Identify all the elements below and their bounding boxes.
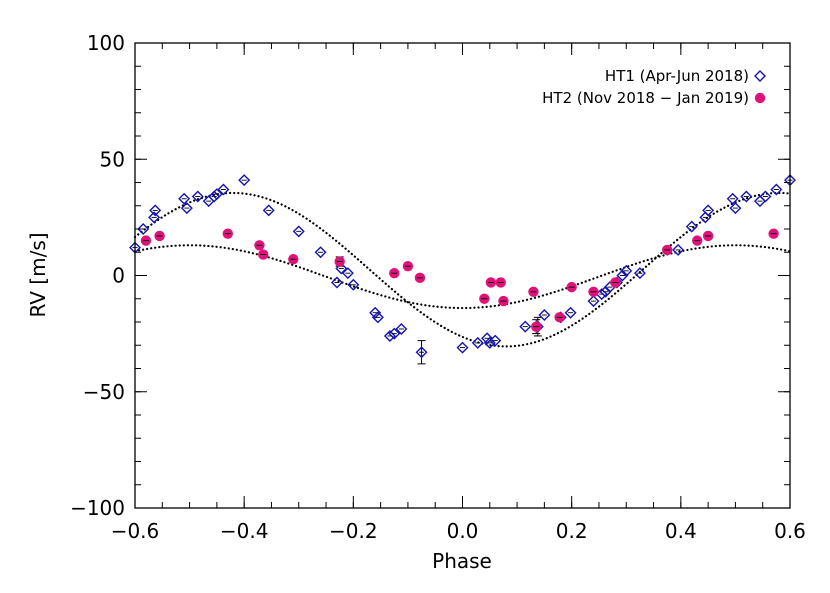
ht1-data-point <box>415 346 428 359</box>
ht1-data-point <box>369 306 382 319</box>
ht1-data-point <box>483 336 496 349</box>
ht1-data-point <box>685 220 698 233</box>
ht1-data-point <box>633 267 646 280</box>
fit-curves <box>133 191 792 348</box>
ht1-data-point <box>191 190 204 203</box>
ht1-data-point <box>471 336 484 349</box>
ht1-data-point <box>489 334 502 347</box>
ht1-data-point <box>519 320 532 333</box>
ht1-data-point <box>395 322 408 335</box>
x-tick-label: 0.0 <box>447 519 479 543</box>
ht1-data-point <box>371 311 384 324</box>
ht1-data-point <box>388 327 401 340</box>
ht1-data-point <box>383 329 396 342</box>
x-tick-label: 0.2 <box>556 519 588 543</box>
y-tick-label: 100 <box>87 31 125 55</box>
plot-frame <box>134 42 791 509</box>
ht1-data-point <box>217 183 230 196</box>
ht1-data-point <box>759 190 772 203</box>
legend-marker-ht2 <box>754 92 766 104</box>
ht1-data-point <box>587 295 600 308</box>
ht1-data-point <box>330 276 343 289</box>
fit-curve-1 <box>133 191 792 348</box>
ht1-data-point <box>292 225 305 238</box>
axis-ticks <box>134 42 791 509</box>
legend-label-2: HT2 (Nov 2018 − Jan 2019) <box>542 89 749 107</box>
ht1-data-point <box>178 192 191 205</box>
y-tick-label: 50 <box>100 147 125 171</box>
legend-marker-ht1 <box>754 70 766 82</box>
ht1-data-point <box>538 309 551 322</box>
ht1-data-point <box>702 204 715 217</box>
ht1-data-point <box>149 204 162 217</box>
ht1-data-point <box>335 262 348 275</box>
x-tick-label: 0.6 <box>774 519 806 543</box>
x-tick-label: −0.2 <box>329 519 378 543</box>
ht1-data-point <box>210 188 223 201</box>
y-tick-label: −50 <box>83 380 125 404</box>
legend-label-1: HT1 (Apr-Jun 2018) <box>605 67 749 85</box>
legend: HT1 (Apr-Jun 2018) HT2 (Nov 2018 − Jan 20… <box>542 67 766 107</box>
ht1-data-point <box>620 264 633 277</box>
fit-curve-2 <box>133 244 792 310</box>
ht1-data-point <box>180 202 193 215</box>
x-tick-label: −0.4 <box>220 519 269 543</box>
ht1-data-point <box>208 190 221 203</box>
x-axis-label: Phase <box>432 549 492 573</box>
x-tick-label: −0.6 <box>111 519 160 543</box>
ht1-data-point <box>672 243 685 256</box>
ht1-data-point <box>347 278 360 291</box>
ht1-data-point <box>262 204 275 217</box>
ht1-data-point <box>341 267 354 280</box>
ht1-data-point <box>238 174 251 187</box>
ht1-data-point <box>616 269 629 282</box>
ht1-data-point <box>740 190 753 203</box>
ht1-data-point <box>456 341 469 354</box>
tick-labels: −0.6 −0.4 −0.2 0.0 0.2 0.4 0.6 −100 −50 0 50 100 <box>70 31 806 543</box>
y-axis-label: RV [m/s] <box>26 232 50 317</box>
ht1-data-point <box>726 192 739 205</box>
y-tick-label: 0 <box>112 264 125 288</box>
data-points <box>129 174 796 359</box>
x-tick-label: 0.4 <box>665 519 697 543</box>
error-bars <box>335 256 542 365</box>
ht1-data-point <box>770 183 783 196</box>
ht1-data-point <box>481 332 494 345</box>
y-tick-label: −100 <box>70 496 125 520</box>
ht1-data-point <box>729 202 742 215</box>
ht1-data-point <box>564 306 577 319</box>
ht1-data-point <box>148 211 161 224</box>
ht1-data-point <box>314 246 327 259</box>
ht1-data-point <box>137 223 150 235</box>
